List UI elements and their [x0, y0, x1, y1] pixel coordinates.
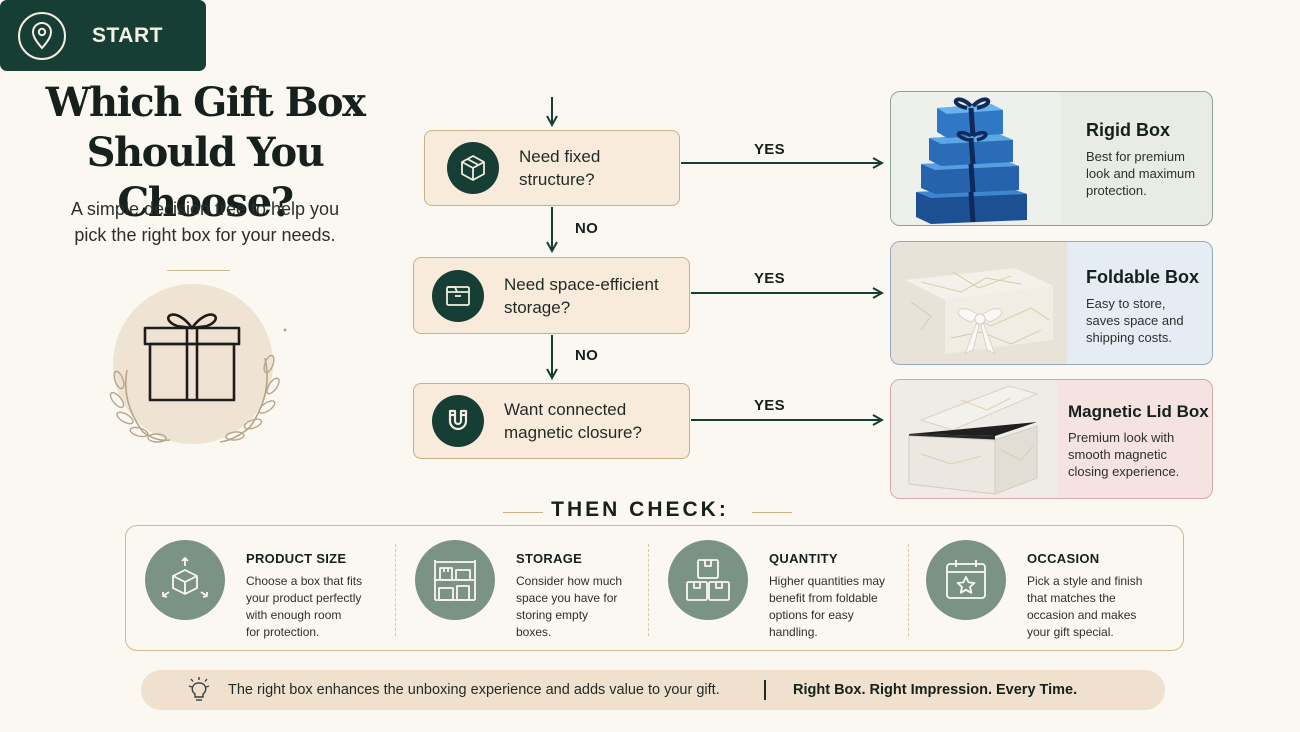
- start-label: START: [92, 23, 163, 47]
- magnetic-lid-box-image: [891, 380, 1057, 498]
- location-pin-icon: [18, 11, 66, 60]
- check-item-title: QUANTITY: [769, 551, 838, 566]
- question-2-line-1: Need space-efficient: [504, 274, 659, 294]
- boxes-stack-icon: [668, 540, 748, 620]
- subtitle-line-1: A simple decision tree to help you: [70, 199, 340, 219]
- check-desc-line: options for easy: [769, 608, 854, 622]
- result-title: Rigid Box: [1086, 120, 1170, 140]
- check-item-description: Consider how much space you have for sto…: [516, 573, 666, 641]
- column-separator: [648, 544, 649, 636]
- check-desc-line: boxes.: [516, 625, 552, 639]
- question-1-line-2: structure?: [519, 170, 595, 189]
- check-panel: PRODUCT SIZE Choose a box that fits your…: [125, 525, 1184, 651]
- footer-tagline: Right Box. Right Impression. Every Time.: [793, 682, 1078, 698]
- result-desc-line: Best for premium: [1086, 149, 1185, 164]
- question-node-fixed-structure[interactable]: Need fixed structure?: [424, 130, 680, 206]
- title-line-1: Which Gift Box: [45, 79, 366, 126]
- page-title: Which Gift Box Should You Choose?: [30, 78, 380, 228]
- result-desc-line: Premium look with: [1068, 430, 1175, 445]
- result-desc-line: look and maximum: [1086, 166, 1196, 181]
- heading-rule-right: [752, 512, 792, 513]
- check-item-description: Higher quantities may benefit from folda…: [769, 573, 919, 641]
- calendar-star-icon: [926, 540, 1006, 620]
- check-desc-line: your product perfectly: [246, 591, 362, 605]
- check-item-title: PRODUCT SIZE: [246, 551, 347, 566]
- footer-banner: The right box enhances the unboxing expe…: [141, 670, 1165, 710]
- title-line-2: Should You Choose?: [86, 129, 325, 226]
- subtitle-line-2: pick the right box for your needs.: [74, 225, 336, 245]
- yes-label-3: YES: [754, 397, 785, 414]
- check-desc-line: your gift special.: [1027, 625, 1114, 639]
- check-item-description: Choose a box that fits your product perf…: [246, 573, 396, 641]
- check-desc-line: Consider how much: [516, 574, 623, 588]
- footer-text: The right box enhances the unboxing expe…: [228, 682, 720, 698]
- cube-icon: [447, 142, 499, 194]
- footer-separator: [764, 680, 766, 700]
- check-desc-line: storing empty: [516, 608, 589, 622]
- page-subtitle: A simple decision tree to help you pick …: [40, 196, 370, 248]
- check-desc-line: Choose a box that fits: [246, 574, 363, 588]
- result-description: Premium look with smooth magnetic closin…: [1068, 429, 1179, 480]
- question-3-line-1: Want connected: [504, 400, 627, 419]
- check-item-storage: STORAGE Consider how much space you have…: [415, 540, 645, 639]
- check-desc-line: with enough room: [246, 608, 342, 622]
- column-separator: [908, 544, 909, 636]
- result-desc-line: saves space and: [1086, 313, 1184, 328]
- result-title: Foldable Box: [1086, 267, 1200, 287]
- folder-icon: [432, 269, 484, 322]
- start-node[interactable]: START: [0, 0, 206, 71]
- magnet-icon: [432, 395, 484, 447]
- yes-label-2: YES: [754, 270, 785, 287]
- no-label-1: NO: [575, 220, 599, 237]
- result-title: Magnetic Lid Box: [1068, 402, 1209, 421]
- result-description: Best for premium look and maximum protec…: [1086, 148, 1195, 199]
- gift-box-illustration: [109, 284, 287, 444]
- result-description: Easy to store, saves space and shipping …: [1086, 295, 1184, 346]
- result-desc-line: shipping costs.: [1086, 330, 1172, 345]
- question-text-2: Need space-efficient storage?: [504, 273, 659, 319]
- check-heading: THEN CHECK:: [551, 498, 729, 521]
- question-3-line-2: magnetic closure?: [504, 423, 642, 442]
- column-separator: [395, 544, 396, 636]
- question-1-line-1: Need fixed: [519, 147, 601, 166]
- result-card-foldable-box[interactable]: Foldable Box Easy to store, saves space …: [890, 241, 1213, 365]
- no-label-2: NO: [575, 347, 599, 364]
- check-item-title: STORAGE: [516, 551, 583, 566]
- result-desc-line: Easy to store,: [1086, 296, 1166, 311]
- rigid-box-image: [891, 92, 1061, 225]
- check-desc-line: handling.: [769, 625, 818, 639]
- result-desc-line: smooth magnetic: [1068, 447, 1167, 462]
- question-text-3: Want connected magnetic closure?: [504, 398, 642, 444]
- question-2-line-2: storage?: [504, 297, 571, 317]
- check-item-occasion: OCCASION Pick a style and finish that ma…: [926, 540, 1176, 639]
- check-desc-line: Pick a style and finish: [1027, 574, 1143, 588]
- check-desc-line: Higher quantities may: [769, 574, 886, 588]
- heading-rule-left: [503, 512, 543, 513]
- check-item-title: OCCASION: [1027, 551, 1100, 566]
- lightbulb-icon: [188, 677, 210, 701]
- check-desc-line: space you have for: [516, 591, 618, 605]
- shelf-icon: [415, 540, 495, 620]
- question-node-space-efficient[interactable]: Need space-efficient storage?: [413, 257, 690, 334]
- box-size-icon: [145, 540, 225, 620]
- question-node-magnetic-closure[interactable]: Want connected magnetic closure?: [413, 383, 690, 459]
- check-desc-line: benefit from foldable: [769, 591, 878, 605]
- check-item-product-size: PRODUCT SIZE Choose a box that fits your…: [145, 540, 395, 639]
- check-item-quantity: QUANTITY Higher quantities may benefit f…: [668, 540, 918, 639]
- result-desc-line: protection.: [1086, 183, 1147, 198]
- result-card-rigid-box[interactable]: Rigid Box Best for premium look and maxi…: [890, 91, 1213, 226]
- yes-label-1: YES: [754, 141, 785, 158]
- result-card-magnetic-lid-box[interactable]: Magnetic Lid Box Premium look with smoot…: [890, 379, 1213, 499]
- question-text-1: Need fixed structure?: [519, 145, 600, 191]
- check-desc-line: for protection.: [246, 625, 320, 639]
- check-desc-line: that matches the: [1027, 591, 1116, 605]
- check-item-description: Pick a style and finish that matches the…: [1027, 573, 1177, 641]
- divider: [167, 270, 230, 271]
- result-desc-line: closing experience.: [1068, 464, 1180, 479]
- check-desc-line: occasion and makes: [1027, 608, 1137, 622]
- foldable-box-image: [891, 242, 1067, 364]
